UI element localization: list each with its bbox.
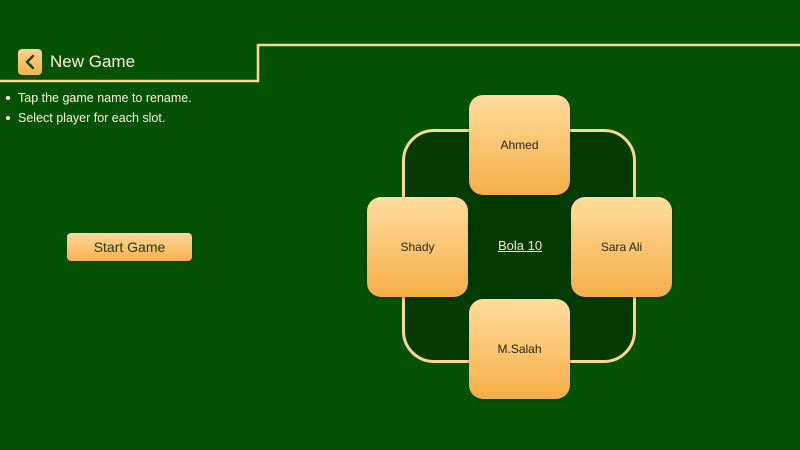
back-button[interactable]: [18, 49, 42, 75]
player-slot-left[interactable]: Shady: [367, 197, 468, 297]
header-divider: [0, 43, 800, 83]
player-slot-bottom[interactable]: M.Salah: [469, 299, 570, 399]
bullet-icon: [6, 96, 10, 100]
instruction-text: Tap the game name to rename.: [18, 91, 192, 105]
player-slot-right[interactable]: Sara Ali: [571, 197, 672, 297]
instructions-list: Tap the game name to rename. Select play…: [6, 88, 192, 128]
player-name: M.Salah: [497, 342, 542, 356]
chevron-left-icon: [25, 54, 35, 70]
player-slot-top[interactable]: Ahmed: [469, 95, 570, 195]
bullet-icon: [6, 116, 10, 120]
player-name: Sara Ali: [600, 240, 643, 254]
instruction-item: Select player for each slot.: [6, 108, 192, 128]
player-name: Shady: [400, 240, 435, 254]
instruction-item: Tap the game name to rename.: [6, 88, 192, 108]
game-name-link[interactable]: Bola 10: [497, 238, 543, 253]
instruction-text: Select player for each slot.: [18, 111, 166, 125]
start-game-button[interactable]: Start Game: [67, 233, 192, 261]
page-title: New Game: [50, 52, 136, 71]
player-name: Ahmed: [500, 138, 539, 152]
